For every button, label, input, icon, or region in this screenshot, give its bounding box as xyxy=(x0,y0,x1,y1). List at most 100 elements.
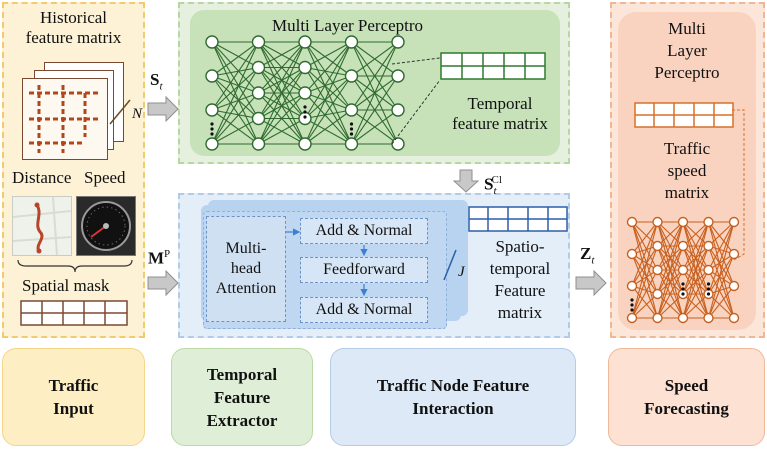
spatial-mask-grid xyxy=(20,300,128,326)
network-edge xyxy=(708,245,735,287)
network-node xyxy=(626,280,638,292)
network-edge xyxy=(211,75,259,119)
network-edge xyxy=(657,293,684,319)
arrow-zt xyxy=(575,270,607,296)
network-edge xyxy=(304,66,352,77)
stack-depth-bracket xyxy=(109,99,131,125)
network-edge xyxy=(211,109,259,120)
network-ellipsis-dot xyxy=(630,303,634,307)
network-ellipsis-dot xyxy=(303,115,307,119)
multihead-attention-block: Multi- head Attention xyxy=(206,216,286,322)
network-edge xyxy=(708,285,735,319)
network-node xyxy=(344,103,359,117)
network-node xyxy=(677,312,689,324)
distance-map-thumbnail xyxy=(12,196,72,256)
network-node xyxy=(298,60,312,75)
network-edge xyxy=(631,293,658,319)
network-edge xyxy=(304,41,352,77)
network-edge xyxy=(708,221,735,271)
forecast-module-line1: Speed xyxy=(664,376,709,395)
temporal-module-line1: Temporal xyxy=(206,364,278,384)
network-edge xyxy=(211,66,259,77)
network-edge xyxy=(350,41,399,145)
network-edge xyxy=(258,41,306,68)
network-node xyxy=(652,240,663,252)
add-normal-block-2: Add & Normal xyxy=(300,297,428,323)
network-edge xyxy=(656,245,684,319)
network-edge xyxy=(258,118,306,145)
network-edge xyxy=(211,67,259,145)
network-edge xyxy=(304,118,352,145)
distance-label: Distance xyxy=(12,168,72,187)
interaction-line2: Interaction xyxy=(412,399,494,418)
network-node xyxy=(652,264,663,276)
zt-letter: Z xyxy=(580,244,592,263)
network-edge xyxy=(258,92,306,145)
network-edge xyxy=(304,67,352,111)
forecast-title-line1: Multi xyxy=(668,19,706,38)
network-node xyxy=(652,216,663,228)
multihead-line1: Multi- xyxy=(225,240,267,257)
temporal-dashed-links xyxy=(391,57,441,145)
stc-symbol: StCl xyxy=(484,170,507,201)
temporal-module-line3: Extractor xyxy=(206,410,278,430)
network-edge xyxy=(682,245,710,319)
network-edge xyxy=(682,269,709,319)
historical-title-line1: Historical xyxy=(39,8,108,27)
network-edge xyxy=(257,41,306,145)
network-edge xyxy=(304,41,352,68)
network-edge xyxy=(631,221,658,247)
network-edge xyxy=(211,92,259,145)
network-edge xyxy=(211,41,259,94)
forecast-title-line2: Layer xyxy=(667,41,707,60)
road-network-icon xyxy=(29,85,101,153)
temporal-feature-line2: feature matrix xyxy=(452,114,548,133)
network-edge xyxy=(682,221,709,271)
traffic-speed-line3: matrix xyxy=(664,183,710,202)
block-flow-arrows xyxy=(360,245,368,297)
network-edge xyxy=(657,269,684,319)
forecast-title-line3: Perceptro xyxy=(654,63,720,82)
network-edge xyxy=(211,118,259,145)
network-ellipsis-dot xyxy=(210,127,214,131)
network-node xyxy=(205,35,219,49)
network-node xyxy=(251,86,266,100)
network-ellipsis-dot xyxy=(303,110,307,114)
network-edge xyxy=(351,109,399,145)
arrow-stc-down xyxy=(452,169,480,193)
network-node xyxy=(652,312,663,324)
network-edge xyxy=(304,41,353,145)
arrow-st xyxy=(147,96,179,122)
zt-symbol: Zt xyxy=(580,244,594,270)
network-ellipsis-dot xyxy=(706,292,711,296)
network-ellipsis-dot xyxy=(349,127,354,131)
network-edge xyxy=(304,92,352,111)
network-edge xyxy=(631,221,658,255)
network-edge xyxy=(211,41,259,119)
mp-superscript: P xyxy=(164,248,171,260)
forecast-mlp-title: Multi Layer Perceptro xyxy=(618,18,756,84)
temporal-feature-label: Temporal feature matrix xyxy=(436,94,564,134)
network-edge xyxy=(211,75,259,145)
network-edge xyxy=(682,221,709,247)
network-ellipsis-dot xyxy=(681,282,685,286)
network-node xyxy=(626,248,638,260)
network-edge xyxy=(657,221,684,247)
map-route-icon xyxy=(12,196,72,256)
network-edge xyxy=(708,221,735,247)
network-ellipsis-dot xyxy=(706,282,711,286)
network-edge xyxy=(631,221,658,271)
network-edge xyxy=(304,109,352,120)
network-node xyxy=(703,312,714,324)
network-edge xyxy=(708,221,735,255)
arrow-mp xyxy=(147,270,179,296)
network-edge xyxy=(304,41,352,111)
zt-subscript: t xyxy=(591,254,595,267)
j-bracket xyxy=(443,249,457,281)
network-edge xyxy=(304,41,352,119)
network-edge xyxy=(657,221,684,271)
